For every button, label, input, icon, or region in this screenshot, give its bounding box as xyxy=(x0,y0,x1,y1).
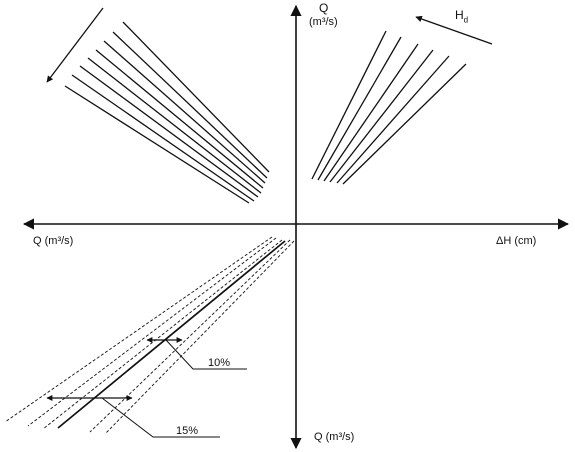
ul-line xyxy=(103,40,266,184)
ur-line xyxy=(336,55,450,184)
ur-line xyxy=(323,43,419,182)
lower-left-dashed-envelopes xyxy=(4,236,295,435)
q-top-unit-label: (m³/s) xyxy=(309,16,338,28)
dashed-envelope-line xyxy=(89,239,291,433)
upper-left-line-family xyxy=(64,21,270,204)
ul-line xyxy=(122,21,270,173)
ul-line xyxy=(112,31,268,179)
hd-label: Hd xyxy=(455,8,468,24)
pct-10-label: 10% xyxy=(208,357,231,369)
q-top-label: Q xyxy=(319,1,329,15)
q-left-label: Q (m³/s) xyxy=(33,235,74,247)
dh-right-label: ΔH (cm) xyxy=(496,235,537,247)
upper-left-arrow xyxy=(46,7,104,83)
dashed-envelope-line xyxy=(4,236,273,423)
ur-line xyxy=(342,63,467,185)
ur-line xyxy=(311,30,387,180)
ul-line xyxy=(71,74,255,202)
pct-15-label: 15% xyxy=(176,425,199,437)
dashed-envelope-line xyxy=(27,237,277,427)
dashed-envelope-line xyxy=(104,240,295,435)
hd-subscript: d xyxy=(463,15,469,25)
ul-line xyxy=(95,49,264,189)
q-bottom-label: Q (m³/s) xyxy=(314,431,355,443)
ul-line xyxy=(79,65,259,198)
dashed-envelope-line xyxy=(42,239,283,430)
ur-line xyxy=(329,49,434,183)
ul-line xyxy=(87,57,262,194)
range-15-leader xyxy=(101,397,220,438)
ul-line xyxy=(64,85,250,204)
range-10-leader xyxy=(165,339,247,370)
ur-line xyxy=(317,36,402,181)
upper-right-line-family xyxy=(311,30,467,185)
hd-arrow xyxy=(415,15,493,45)
lower-left-solid-line xyxy=(57,240,286,429)
hd-main: H xyxy=(455,8,464,22)
